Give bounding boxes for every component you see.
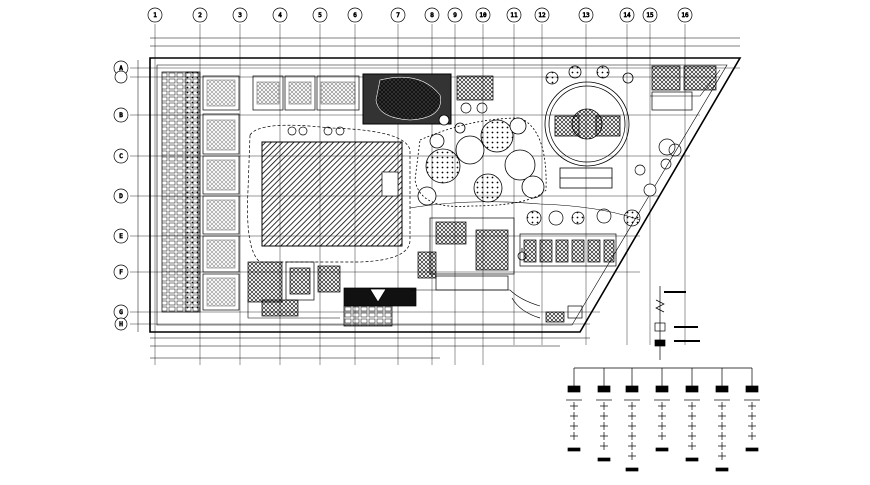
grid-label-col-7: 7: [396, 12, 400, 19]
branch-breaker: [745, 385, 759, 393]
row-grid-bubbles: A B C D E F G H: [113, 60, 129, 331]
grid-label-col-15: 15: [646, 12, 654, 19]
grid-bubble-col-9: 9: [447, 7, 463, 23]
grid-bubble-col-12: 12: [534, 7, 550, 23]
grid-label-row-f: F: [119, 269, 123, 276]
grid-bubble-col-15: 15: [642, 7, 658, 23]
grid-bubble-col-4: 4: [272, 7, 288, 23]
grid-label-col-14: 14: [623, 12, 631, 19]
grid-bubble-row-a: A: [113, 60, 129, 76]
grid-bubble-row-h: H: [114, 317, 128, 331]
grid-label-row-h: H: [119, 321, 123, 328]
branch-load: [597, 457, 611, 462]
south-west-service-rooms: [247, 261, 341, 317]
grid-label-col-13: 13: [582, 12, 590, 19]
grid-bubble-col-11: 11: [506, 7, 522, 23]
branch-load: [655, 447, 669, 452]
branch-load: [567, 447, 581, 452]
grid-label-row-a: A: [119, 65, 123, 72]
grid-bubble-row-e: E: [113, 228, 129, 244]
grid-bubble-col-3: 3: [232, 7, 248, 23]
grid-label-row-b: B: [119, 112, 123, 119]
grid-label-col-2: 2: [198, 12, 202, 19]
grid-label-col-9: 9: [453, 12, 457, 19]
south-east-tree-row: [526, 164, 657, 227]
accessibility-icon: [517, 248, 527, 261]
central-hall: [247, 124, 411, 263]
grid-label-col-6: 6: [353, 12, 357, 19]
branch-load: [715, 467, 729, 472]
branch-breaker: [685, 385, 699, 393]
grid-bubble-col-16: 16: [677, 7, 693, 23]
grid-bubble-col-5: 5: [312, 7, 328, 23]
grid-bubble-row-g: G: [113, 304, 129, 320]
grid-bubble-col-10: 10: [475, 7, 491, 23]
grid-label-row-e: E: [119, 233, 123, 240]
garden-trees: [414, 114, 547, 207]
grid-label-row-c: C: [119, 153, 123, 160]
grid-label-col-5: 5: [318, 12, 322, 19]
south-entrance: [343, 287, 417, 327]
branch-load: [685, 457, 699, 462]
grid-bubble-row-f: F: [113, 264, 129, 280]
branch-breaker: [625, 385, 639, 393]
grid-bubble-row-a2: [114, 70, 128, 84]
grid-bubble-row-d: D: [113, 188, 129, 204]
north-courtyard: [362, 73, 452, 125]
branch-load: [745, 447, 759, 452]
branch-load: [625, 467, 639, 472]
grid-bubble-col-1: 1: [147, 7, 163, 23]
grid-label-col-4: 4: [278, 12, 282, 19]
branch-breaker: [567, 385, 581, 393]
column-grid-bubbles: 1 2 3 4 5 6 7 8 9 10 11 12 13 14 15 16: [147, 7, 693, 23]
branch-breaker: [597, 385, 611, 393]
grid-label-col-1: 1: [153, 12, 157, 19]
south-east-small-block: [511, 297, 583, 323]
electrical-branches: [566, 368, 760, 472]
grid-label-col-11: 11: [510, 12, 518, 19]
grid-label-col-3: 3: [238, 12, 242, 19]
grid-bubble-col-2: 2: [192, 7, 208, 23]
grid-label-row-d: D: [119, 193, 123, 200]
west-parking-strip: [161, 71, 201, 313]
grid-bubble-col-14: 14: [619, 7, 635, 23]
building-inner-outline: [156, 64, 728, 326]
grid-label-col-12: 12: [538, 12, 546, 19]
grid-label-row-g: G: [119, 309, 123, 316]
grid-label-col-8: 8: [430, 12, 434, 19]
north-furniture-rooms: [252, 75, 360, 136]
electrical-single-line-diagram: [574, 286, 752, 369]
grid-bubble-col-8: 8: [424, 7, 440, 23]
grid-bubble-col-6: 6: [347, 7, 363, 23]
circular-plaza: [544, 65, 634, 189]
west-office-rooms: [202, 75, 240, 311]
grid-bubble-row-c: C: [113, 148, 129, 164]
service-block: [417, 217, 515, 291]
grid-label-col-10: 10: [479, 12, 487, 19]
building-outline: [149, 57, 742, 333]
grid-bubble-col-13: 13: [578, 7, 594, 23]
grid-bubble-row-b: B: [113, 107, 129, 123]
grid-bubble-col-7: 7: [390, 7, 406, 23]
branch-breaker: [655, 385, 669, 393]
branch-breaker: [715, 385, 729, 393]
south-east-parking-bays: [519, 233, 617, 267]
circulation-paths: [247, 69, 721, 319]
dimension-lines: [137, 37, 740, 359]
grid-label-col-16: 16: [681, 12, 689, 19]
north-east-block: [456, 75, 494, 114]
east-corner-rooms: [651, 65, 717, 170]
